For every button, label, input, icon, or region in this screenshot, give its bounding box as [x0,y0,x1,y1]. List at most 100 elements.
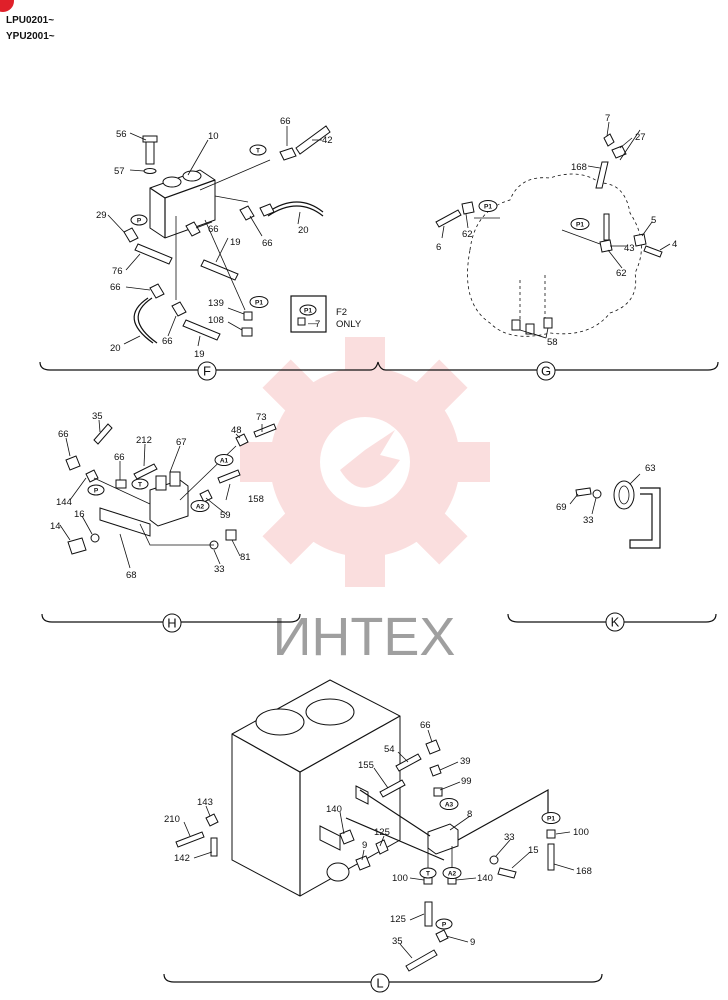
port-tag-t-l: T [426,871,430,878]
part-label: 33 [583,515,594,526]
part-label: 19 [230,237,241,248]
part-label: 66 [280,116,291,127]
part-label: 29 [96,210,107,221]
part-label: 155 [358,760,374,771]
section-label-g: G [541,364,551,379]
part-label: 67 [176,437,187,448]
part-label: 16 [74,509,85,520]
section-f: T P P1 P1 — 7 F2 ONLY 56 57 10 66 42 29 … [96,116,362,360]
port-tag-p1: P1 [255,300,263,307]
part-label: 66 [262,238,273,249]
part-label: 66 [420,720,431,731]
part-label: 73 [256,412,267,423]
part-label: 59 [220,510,231,521]
part-label: 76 [112,266,123,277]
part-label: 39 [460,756,471,767]
part-label: 4 [672,239,677,250]
part-label: 8 [467,809,472,820]
part-label: 62 [616,268,627,279]
note-line-1: F2 [336,307,347,318]
part-label: 58 [547,337,558,348]
port-tag-p1-g2: P1 [576,222,584,229]
part-label: 100 [392,873,408,884]
part-label: 99 [461,776,472,787]
part-label: 66 [110,282,121,293]
part-label: 43 [624,243,635,254]
port-tag-a2-l: A2 [448,871,457,878]
part-label: 27 [635,132,646,143]
section-h: P T A1 A2 35 66 212 67 48 73 66 144 14 1… [50,411,277,581]
section-label-h: H [167,616,176,631]
watermark-text: ИНТЕХ [273,607,456,667]
part-label: 139 [208,298,224,309]
part-label: 62 [462,229,473,240]
port-tag-t: T [256,148,260,155]
part-label: 9 [362,840,367,851]
part-label: 125 [390,914,406,925]
part-label: 140 [477,873,493,884]
part-label: 7 [605,113,610,124]
part-label: 142 [174,853,190,864]
part-label: 108 [208,315,224,326]
part-label: 68 [126,570,137,581]
part-label: 69 [556,502,567,513]
part-label: 168 [571,162,587,173]
part-label: 19 [194,349,205,360]
corner-badge [0,0,14,12]
part-label: 212 [136,435,152,446]
part-label: 48 [231,425,242,436]
section-l: A3 P1 T A2 P 66 54 39 155 99 [164,679,592,972]
part-label: 33 [214,564,225,575]
part-label: 63 [645,463,656,474]
part-label: 20 [298,225,309,236]
section-label-k: K [611,615,620,630]
part-label: 9 [470,937,475,948]
serial-range-1: LPU0201~ [6,15,55,26]
part-label: 20 [110,343,121,354]
part-label: 57 [114,166,125,177]
port-tag-p1-g1: P1 [484,204,492,211]
section-label-f: F [203,364,211,379]
part-label: 5 [651,215,656,226]
part-label: 81 [240,552,251,563]
port-tag-a3: A3 [445,802,454,809]
watermark-gear [240,337,490,587]
part-label: 66 [58,429,69,440]
part-label: 140 [326,804,342,815]
part-label: 168 [576,866,592,877]
part-label: 66 [208,224,219,235]
section-g: P1 P1 7 27 168 6 62 5 43 4 62 58 [435,113,677,348]
section-label-l: L [376,976,383,991]
port-tag-p1-l: P1 [547,816,555,823]
part-label: 66 [114,452,125,463]
part-label: 210 [164,814,180,825]
part-label: 42 [322,135,333,146]
part-label: 100 [573,827,589,838]
note-part: — [308,318,318,329]
part-label: 56 [116,129,127,140]
part-label: 144 [56,497,72,508]
part-label: 125 [374,827,390,838]
part-label: 35 [392,936,403,947]
part-label: 54 [384,744,395,755]
note-part-number: 7 [315,319,320,330]
part-label: 158 [248,494,264,505]
note-line-2: ONLY [336,319,362,330]
part-label: 10 [208,131,219,142]
part-label: 6 [436,242,441,253]
port-tag-p: P [137,218,142,225]
port-tag-p-h: P [94,488,99,495]
note-tag-p1: P1 [304,308,312,315]
section-k: 63 69 33 [556,463,661,549]
serial-range-2: YPU2001~ [6,31,55,42]
part-label: 66 [162,336,173,347]
part-label: 33 [504,832,515,843]
part-label: 143 [197,797,213,808]
port-tag-p-l: P [442,922,447,929]
port-tag-a1: A1 [220,458,229,465]
port-tag-a2: A2 [196,504,205,511]
part-label: 15 [528,845,539,856]
port-tag-t-h: T [138,482,142,489]
part-label: 35 [92,411,103,422]
